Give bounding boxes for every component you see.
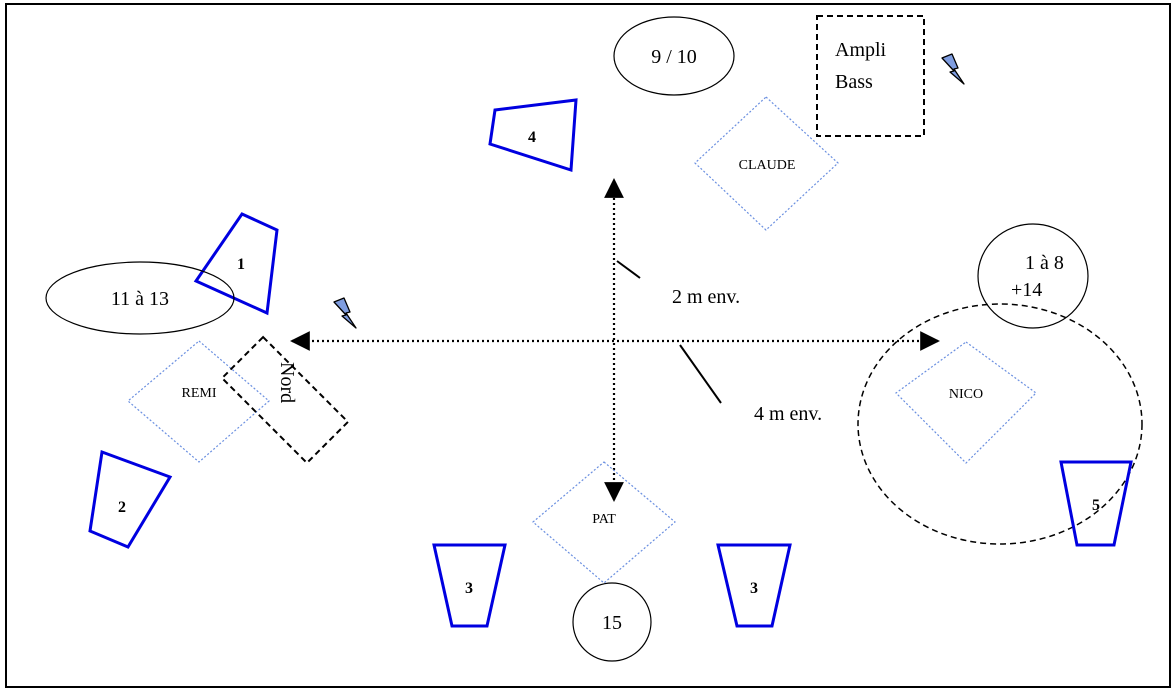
monitor-1-label: 1 bbox=[237, 256, 245, 273]
input-11-13-label: 11 à 13 bbox=[111, 288, 169, 310]
musician-claude bbox=[694, 96, 839, 231]
monitor-3-left-label: 3 bbox=[465, 580, 473, 597]
musician-remi-label: REMI bbox=[182, 386, 217, 401]
input-1-8-14 bbox=[977, 223, 1089, 329]
ampli-label-line2: Bass bbox=[835, 71, 873, 93]
musician-nico-label: NICO bbox=[949, 387, 983, 402]
ampli-bass-box bbox=[816, 15, 925, 137]
monitor-4 bbox=[488, 98, 578, 173]
monitor-3-right bbox=[716, 543, 792, 628]
distance-vertical-label: 2 m env. bbox=[672, 286, 740, 308]
page-border bbox=[5, 3, 1171, 688]
monitor-5-label: 5 bbox=[1092, 497, 1100, 514]
monitor-4-label: 4 bbox=[528, 129, 536, 146]
musician-pat bbox=[532, 461, 676, 584]
input-9-10-label: 9 / 10 bbox=[651, 46, 697, 68]
nord-keyboard bbox=[220, 335, 350, 465]
input-1-8-label-line1: 1 à 8 bbox=[1025, 252, 1064, 274]
nord-label: Nord bbox=[276, 362, 298, 403]
monitor-3-left bbox=[432, 543, 507, 628]
callout-line-vertical bbox=[616, 260, 641, 279]
monitor-2 bbox=[88, 449, 173, 549]
musician-claude-label: CLAUDE bbox=[739, 158, 796, 173]
monitor-2-label: 2 bbox=[118, 499, 126, 516]
input-1-8-label-line2: +14 bbox=[1011, 279, 1042, 301]
distance-horizontal-label: 4 m env. bbox=[754, 403, 822, 425]
monitor-5 bbox=[1059, 460, 1133, 547]
musician-pat-label: PAT bbox=[592, 512, 616, 527]
input-9-10 bbox=[613, 16, 735, 96]
input-15-label: 15 bbox=[602, 612, 622, 634]
nico-zone bbox=[857, 303, 1143, 545]
ampli-label-line1: Ampli bbox=[835, 39, 887, 61]
input-11-13 bbox=[45, 261, 235, 335]
input-15 bbox=[572, 582, 652, 662]
callout-line-horizontal bbox=[679, 344, 722, 404]
monitor-3-right-label: 3 bbox=[750, 580, 758, 597]
musician-remi bbox=[127, 340, 270, 463]
monitor-1 bbox=[193, 212, 279, 316]
musician-nico bbox=[895, 341, 1037, 464]
power-bolt-icon bbox=[941, 53, 965, 85]
power-bolt-icon bbox=[333, 297, 357, 329]
